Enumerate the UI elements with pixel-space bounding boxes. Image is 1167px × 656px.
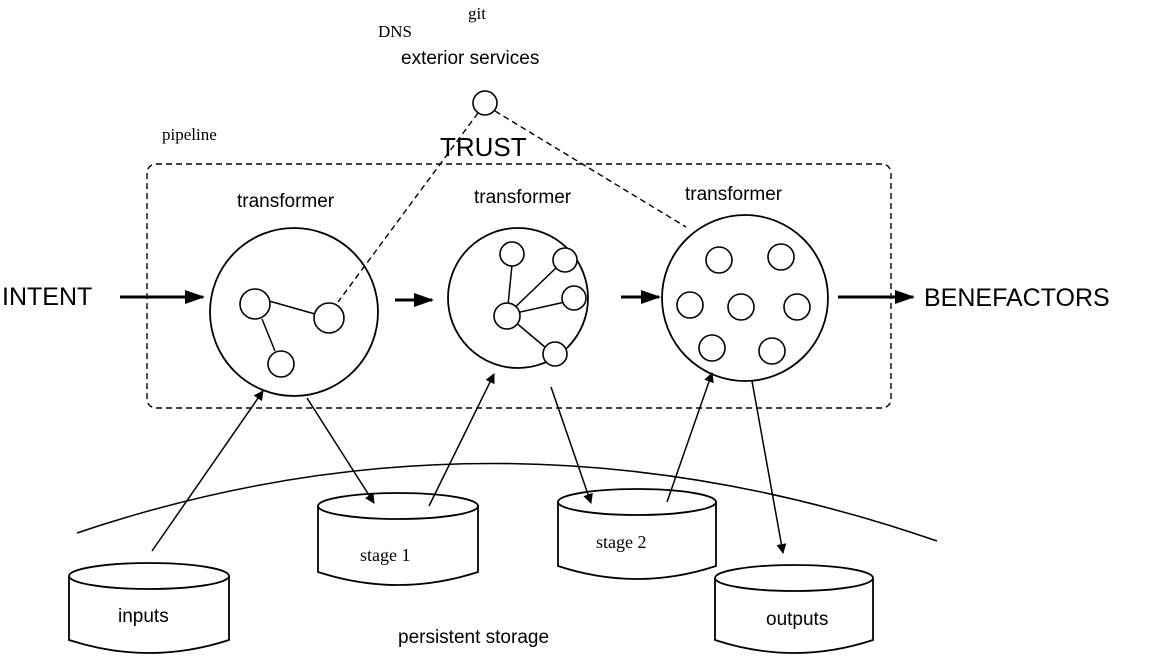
pipeline-boundary bbox=[146, 163, 892, 409]
transformer-3-label: transformer bbox=[685, 184, 783, 205]
trust-link-left bbox=[337, 112, 479, 303]
transformer-1 bbox=[209, 227, 379, 397]
intent-label: INTENT bbox=[2, 283, 92, 311]
transformer-1-label: transformer bbox=[237, 191, 335, 212]
stage-2-label: stage 2 bbox=[596, 532, 646, 552]
inputs-storage bbox=[68, 562, 230, 654]
trust-link-right bbox=[494, 110, 687, 228]
exterior-services-label: exterior services bbox=[401, 48, 539, 69]
t2-node-hub bbox=[493, 302, 521, 330]
git-label: git bbox=[468, 4, 486, 23]
dns-label: DNS bbox=[378, 22, 412, 41]
transformer-2-label: transformer bbox=[474, 187, 572, 208]
t1-edge-a bbox=[268, 300, 316, 315]
t3-node-b bbox=[767, 243, 795, 271]
t2-to-stage2-arrow bbox=[550, 386, 593, 504]
t1-node-b bbox=[313, 302, 345, 334]
t3-node-d bbox=[727, 293, 755, 321]
stage1-to-t2-arrow bbox=[428, 373, 495, 507]
stage2-to-t3-arrow bbox=[666, 372, 714, 503]
trust-label: TRUST bbox=[440, 132, 527, 162]
t3-to-outputs-arrow bbox=[751, 380, 787, 554]
transformer-3 bbox=[661, 214, 829, 382]
t3-node-g bbox=[758, 337, 786, 365]
t2-node-b bbox=[552, 247, 578, 273]
t1-edge-b bbox=[261, 318, 276, 352]
persistent-storage-label: persistent storage bbox=[398, 627, 549, 648]
inputs-label: inputs bbox=[118, 606, 169, 627]
inputs-to-t1-arrow bbox=[151, 390, 264, 552]
pipeline-label: pipeline bbox=[162, 125, 217, 144]
t3-node-e bbox=[783, 293, 811, 321]
t3-node-f bbox=[698, 334, 726, 362]
t3-node-a bbox=[705, 246, 733, 274]
exterior-services-node bbox=[472, 90, 498, 116]
benefactors-label: BENEFACTORS bbox=[924, 284, 1110, 312]
stage-1-label: stage 1 bbox=[360, 545, 410, 565]
stage-2-storage bbox=[557, 488, 717, 580]
outputs-storage bbox=[714, 564, 874, 654]
stage-1-storage bbox=[317, 492, 479, 586]
t3-node-c bbox=[676, 291, 704, 319]
t2-node-c bbox=[561, 285, 587, 311]
t2-node-a bbox=[499, 241, 525, 267]
t2-node-d bbox=[542, 341, 568, 367]
t1-node-c bbox=[267, 350, 295, 378]
t1-to-stage1-arrow bbox=[306, 397, 375, 504]
transformer-2 bbox=[447, 227, 589, 369]
t1-node-a bbox=[239, 288, 271, 320]
persistent-storage-boundary bbox=[76, 462, 938, 542]
outputs-label: outputs bbox=[766, 609, 828, 630]
